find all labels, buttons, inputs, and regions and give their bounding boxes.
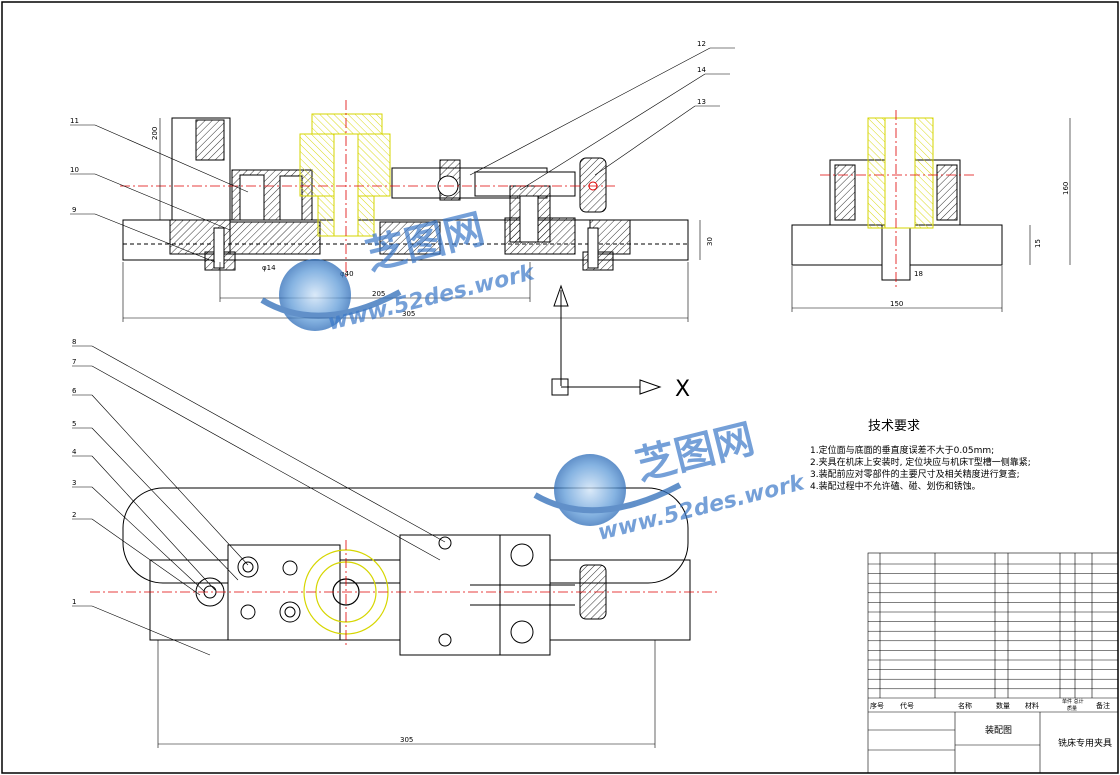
dim-side-slot: 18 [914,270,923,278]
bom-header-code: 代号 [900,701,914,710]
tech-req-item: 2.夹具在机床上安装时, 定位块应与机床T型槽一侧靠紧; [810,456,1031,468]
balloon-6: 6 [72,387,77,395]
balloon-1: 1 [72,598,76,606]
balloon-2: 2 [72,511,76,519]
front-centerlines [120,100,615,280]
watermark-brand: 芝图网 [631,416,759,490]
front-dimensions [122,118,701,322]
top-dimensions [157,640,656,748]
bom-header-mass-sub: 质量 [1067,705,1077,712]
dim-front-height-left: 200 [151,127,159,140]
balloon-11: 11 [70,117,79,125]
axis-symbol [551,284,662,396]
bom-header-name: 名称 [958,701,972,710]
bom-header-qty: 数量 [996,701,1010,710]
tech-req-title: 技术要求 [868,419,920,434]
dim-front-d14: φ14 [262,264,276,272]
title-block [867,552,1119,774]
balloon-12: 12 [697,40,706,48]
watermark-logo [533,454,682,526]
leader-lines [70,47,735,656]
balloon-14: 14 [697,66,706,74]
watermark-logo [260,259,402,331]
axis-x-label: X [675,377,690,402]
dim-side-height: 160 [1062,182,1070,195]
balloon-5: 5 [72,420,76,428]
top-centerlines [90,540,720,645]
front-view [122,113,689,271]
dim-front-inner: 205 [372,290,385,298]
balloon-7: 7 [72,358,76,366]
balloon-9a: 9 [72,206,76,214]
watermark-brand: 芝图网 [361,206,489,280]
side-centerlines [820,110,975,290]
balloon-8: 8 [72,338,76,346]
dim-side-base: 15 [1034,239,1042,248]
drawing-title: 装配图 [985,724,1012,736]
bom-row-lines [868,563,1118,690]
tech-req-item: 4.装配过程中不允许磕、碰、划伤和锈蚀。 [810,480,981,492]
balloon-3: 3 [72,479,76,487]
balloon-13: 13 [697,98,706,106]
bom-header-mass: 单件 总计 [1062,698,1084,705]
bom-header-material: 材料 [1025,701,1039,710]
dim-top-length: 305 [400,736,413,744]
dim-front-height-right: 30 [706,237,714,246]
bom-header-note: 备注 [1096,701,1110,710]
balloon-4: 4 [72,448,77,456]
dim-side-width: 150 [890,300,903,308]
top-view [122,487,691,656]
side-dimensions [791,118,1071,312]
title-block-lower [868,697,1118,773]
bom-header-seq: 序号 [870,701,884,710]
dim-front-outer: 305 [402,310,415,318]
product-name: 铣床专用夹具 [1058,737,1112,749]
tech-req-item: 3.装配前应对零部件的主要尺寸及相关精度进行复查; [810,468,1020,480]
balloon-10: 10 [70,166,79,174]
tech-req-item: 1.定位面与底面的垂直度误差不大于0.05mm; [810,444,994,456]
tech-requirements: 技术要求 1.定位面与底面的垂直度误差不大于0.05mm; 2.夹具在机床上安装… [810,419,1031,492]
dim-front-d40: φ40 [340,270,354,278]
side-view [791,117,1003,281]
